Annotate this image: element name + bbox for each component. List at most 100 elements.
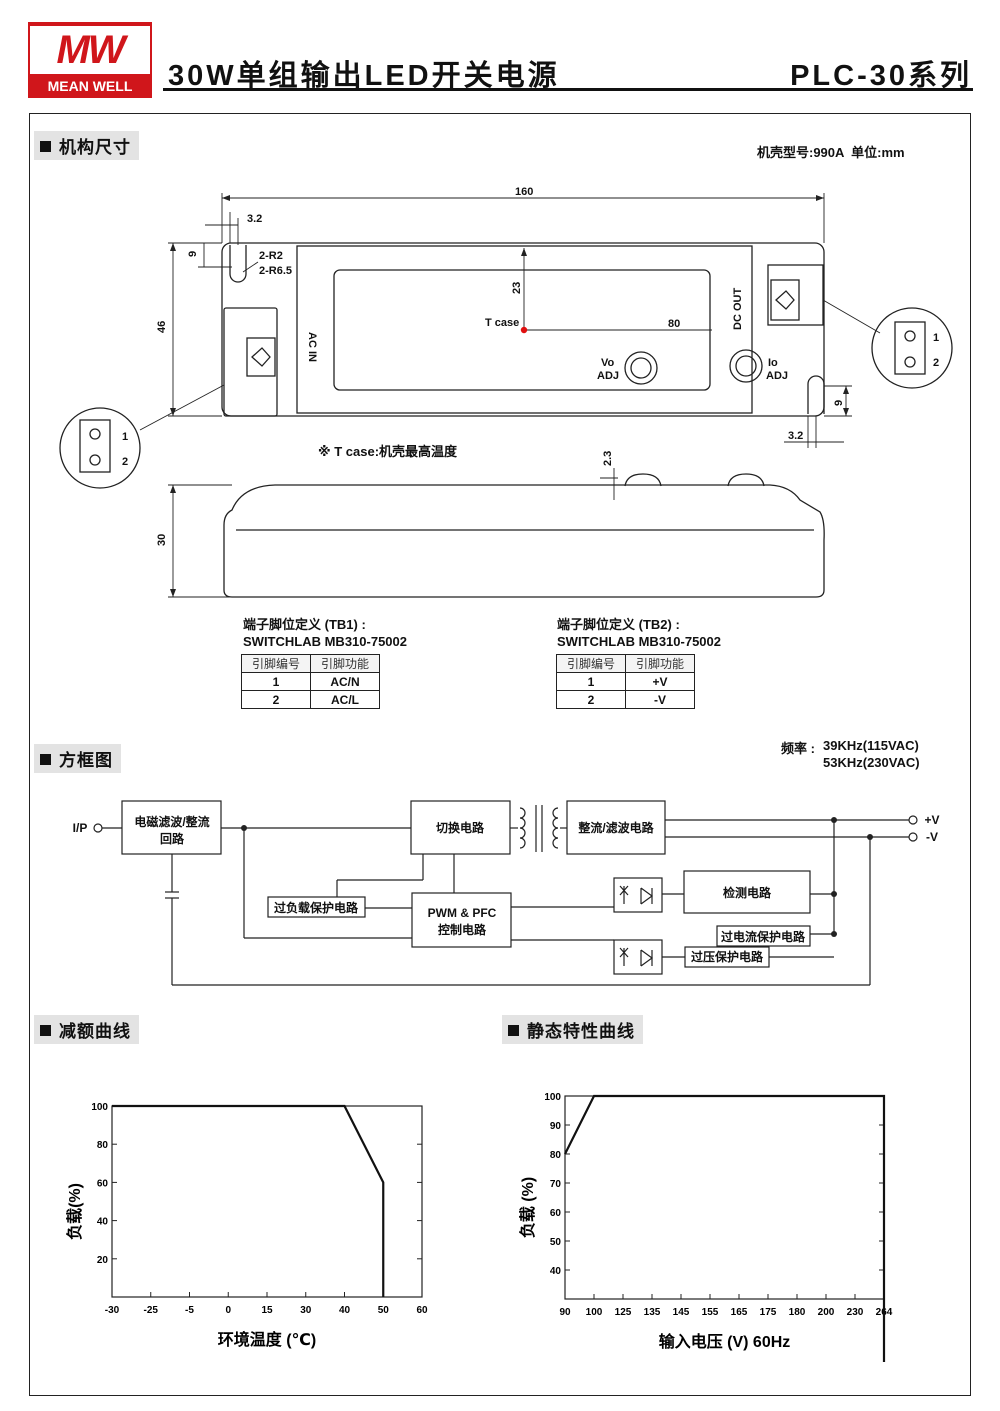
y-tick-label: 80 [97, 1140, 109, 1151]
plot-frame [564, 1095, 885, 1300]
dim-9-right: 9 [833, 400, 845, 406]
mechanical-drawing: 160 3.2 2-R2 2-R6.5 9 46 23 80 9 3.2 2.3… [59, 186, 953, 598]
case-info: 机壳型号:990A 单位:mm [757, 145, 905, 160]
meanwell-logo: MW MEAN WELL [28, 22, 152, 98]
table-row: 2-V [556, 690, 695, 709]
x-tick-label: 165 [731, 1307, 748, 1318]
mount-slot-right [807, 375, 825, 414]
detect-label: 检测电路 [723, 885, 772, 900]
label-ac-in: AC IN [306, 332, 318, 362]
dim-30: 30 [156, 534, 168, 546]
y-axis-label: 负载(%) [65, 1183, 84, 1240]
label-io-adj: ADJ [766, 370, 788, 382]
block-section-title: 方框图 [34, 744, 121, 773]
tb2-pin2-label: 2 [933, 357, 939, 369]
y-tick-label: 100 [544, 1092, 561, 1103]
x-tick-label: 100 [586, 1307, 603, 1318]
ocp-block [716, 925, 811, 947]
olp-block [267, 896, 366, 918]
y-tick-label: 50 [550, 1237, 562, 1248]
label-ip: I/P [73, 821, 88, 835]
tb1-header-func: 引脚功能 [310, 654, 380, 673]
x-tick-label: -5 [185, 1305, 194, 1316]
x-tick-label: 40 [339, 1305, 351, 1316]
x-tick-label: 230 [847, 1307, 864, 1318]
tb2-model: SWITCHLAB MB310-75002 [557, 634, 721, 649]
y-axis-label: 负载 (%) [518, 1177, 537, 1238]
terminal-tb2 [767, 264, 824, 326]
doc-series: PLC-30系列 [790, 60, 972, 92]
label-io: Io [768, 357, 778, 369]
olp-label: 过负载保护电路 [274, 900, 359, 915]
label-tcase: T case [485, 317, 519, 329]
series-line [564, 1094, 886, 1362]
case-recess [296, 245, 753, 414]
derating-section-title: 减额曲线 [34, 1015, 139, 1044]
ocp-label: 过电流保护电路 [721, 929, 806, 944]
tb1-model: SWITCHLAB MB310-75002 [243, 634, 407, 649]
mech-section-title: 机构尺寸 [34, 131, 139, 160]
x-tick-label: 200 [818, 1307, 835, 1318]
rectifier-label: 整流/滤波电路 [577, 820, 654, 835]
optocoupler-1 [613, 877, 663, 913]
y-tick-label: 70 [550, 1179, 562, 1190]
io-adj-pot [729, 349, 763, 383]
emi-label-1: 电磁滤波/整流 [134, 814, 209, 829]
pwm-label-1: PWM & PFC [428, 906, 497, 920]
tb1-pin1-label: 1 [122, 431, 128, 443]
tcase-point [520, 326, 528, 334]
x-tick-label: 175 [760, 1307, 777, 1318]
label-vplus: +V [924, 813, 939, 827]
x-tick-label: 50 [378, 1305, 390, 1316]
tb2-table: 引脚编号引脚功能 1+V 2-V [556, 654, 695, 709]
y-tick-label: 60 [550, 1208, 562, 1219]
tb1-pin2-label: 2 [122, 456, 128, 468]
label-dc-out: DC OUT [732, 288, 744, 330]
freq-label: 频率 : [781, 741, 815, 756]
dim-46: 46 [156, 321, 168, 333]
vo-adj-pot [624, 351, 658, 385]
case-top-view [221, 242, 825, 417]
y-tick-label: 40 [97, 1217, 109, 1228]
detect-block [683, 870, 811, 914]
x-tick-label: 0 [225, 1305, 231, 1316]
x-tick-label: 135 [644, 1307, 661, 1318]
tb2-header-pin: 引脚编号 [556, 654, 626, 673]
dim-80: 80 [668, 318, 680, 330]
dim-23: 23 [511, 282, 523, 294]
header-rule [163, 88, 973, 91]
tb2-title: 端子脚位定义 (TB2) : [557, 617, 680, 632]
x-axis-label: 输入电压 (V) 60Hz [659, 1332, 791, 1351]
label-vo: Vo [601, 357, 615, 369]
table-row: 1+V [556, 672, 695, 691]
x-tick-label: 60 [416, 1305, 428, 1316]
x-tick-label: 125 [615, 1307, 632, 1318]
x-tick-label: 145 [673, 1307, 690, 1318]
logo-mw: MW [30, 26, 150, 74]
optocoupler-2 [613, 939, 663, 975]
x-tick-label: 180 [789, 1307, 806, 1318]
ovp-label: 过压保护电路 [691, 949, 764, 964]
x-tick-label: 15 [261, 1305, 273, 1316]
dim-9-left: 9 [187, 251, 199, 257]
y-tick-label: 80 [550, 1150, 562, 1161]
tb2-zoom-circle [871, 307, 953, 389]
plot-frame [111, 1105, 423, 1298]
logo-text: MEAN WELL [47, 78, 133, 94]
x-tick-label: 155 [702, 1307, 719, 1318]
tcase-note: ※ T case:机壳最高温度 [318, 444, 458, 459]
mount-slot-left [229, 245, 247, 283]
y-tick-label: 90 [550, 1121, 562, 1132]
terminal-tb1 [223, 307, 278, 417]
x-axis-label: 环境温度 (℃) [218, 1330, 316, 1349]
y-tick-label: 100 [91, 1102, 108, 1113]
y-tick-label: 20 [97, 1255, 109, 1266]
case-side-view [223, 484, 825, 598]
tb1-zoom-circle [59, 407, 141, 489]
y-tick-label: 60 [97, 1178, 109, 1189]
dim-160: 160 [515, 186, 533, 198]
dim-3-2-bottom: 3.2 [788, 430, 803, 442]
emi-label-2: 回路 [160, 831, 185, 846]
